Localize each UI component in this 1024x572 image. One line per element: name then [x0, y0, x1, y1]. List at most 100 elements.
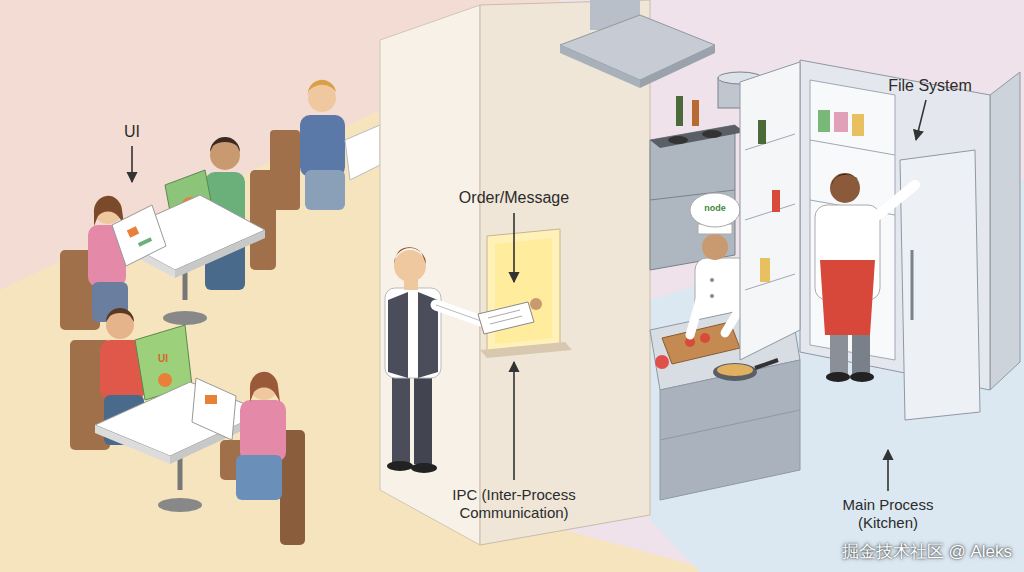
dining-area: [127, 226, 139, 237]
watermark: 掘金技术社区 @ Aleks: [842, 542, 1012, 562]
fridge: [911, 250, 914, 320]
dining-area: [236, 455, 282, 500]
callout-label: Main Process (Kitchen): [823, 496, 953, 532]
dining-area: [158, 498, 202, 512]
fridge: [852, 330, 870, 375]
kitchen: [560, 15, 715, 80]
kitchen: [660, 360, 800, 500]
hat-text: node: [704, 204, 726, 213]
dining-area: [192, 378, 236, 440]
wall: [380, 5, 480, 545]
dining-area: [95, 425, 170, 464]
kitchen: [702, 130, 722, 138]
dining-area: [138, 237, 152, 247]
fridge: [810, 140, 895, 155]
waiter: [478, 302, 534, 334]
kitchen: [690, 193, 740, 227]
wall: [480, 342, 572, 358]
waiter: [394, 247, 426, 264]
fridge: [760, 258, 770, 282]
fridge: [772, 190, 780, 212]
waiter: [388, 292, 408, 378]
kitchen: [755, 360, 778, 368]
kitchen: [713, 363, 757, 381]
callout-label: File System: [888, 76, 972, 95]
fridge: [831, 174, 860, 186]
waiter: [436, 305, 484, 322]
kitchen: [690, 300, 700, 335]
fridge: [878, 185, 915, 215]
fridge: [818, 110, 830, 132]
waiter: [530, 298, 542, 310]
kitchen: [560, 0, 800, 500]
fridge: [820, 260, 875, 335]
fridge: [830, 330, 848, 375]
waiter: [490, 316, 522, 324]
kitchen: [560, 45, 640, 88]
dining-area: [308, 84, 336, 112]
waiter: [387, 461, 413, 471]
fridge: [830, 173, 860, 203]
fridge: [826, 372, 850, 382]
leader-arrow: [132, 100, 926, 491]
dining-area: [163, 311, 207, 325]
fridge: [745, 134, 795, 150]
dining-area: [345, 125, 380, 180]
callout-label: IPC (Inter-Process Communication): [439, 486, 589, 522]
leader-arrow: [513, 213, 515, 282]
fridge: [852, 114, 864, 136]
dining-area: [112, 205, 166, 266]
wall: [487, 229, 560, 352]
dining-area: [60, 80, 380, 545]
fridge: [745, 204, 795, 220]
dining-area: [106, 308, 134, 322]
kitchen: [650, 125, 745, 148]
kitchen: [702, 234, 728, 260]
dining-area: [110, 195, 265, 270]
waiter: [414, 372, 432, 464]
kitchen: [710, 278, 714, 282]
waiter: [385, 247, 542, 473]
fridge: [740, 60, 1020, 420]
callout-label: UI: [124, 122, 140, 141]
dining-area: [308, 80, 336, 96]
waiter: [436, 305, 484, 322]
dining-area: [305, 170, 345, 210]
kitchen: [700, 333, 710, 343]
wall: [380, 0, 650, 545]
waiter: [392, 372, 410, 464]
fridge: [834, 112, 848, 132]
leader-arrow: [916, 100, 926, 140]
kitchen: [640, 45, 715, 88]
wall: [480, 0, 650, 545]
fridge: [990, 72, 1020, 390]
waiter: [394, 250, 426, 282]
kitchen: [660, 410, 800, 440]
dining-area: [240, 400, 286, 462]
dining-area: [175, 230, 265, 278]
callout-label: Order/Message: [459, 188, 569, 207]
fridge: [850, 372, 874, 382]
kitchen: [676, 96, 683, 126]
kitchen: [655, 355, 669, 369]
kitchen: [668, 136, 688, 144]
waiter: [411, 463, 437, 473]
menu-text: UI: [158, 354, 168, 364]
fridge: [758, 120, 766, 144]
leader-arrow: [513, 362, 515, 480]
kitchen: [710, 294, 714, 298]
dining-area: [250, 170, 276, 270]
kitchen: [692, 100, 699, 126]
leader-arrow: [887, 450, 889, 491]
kitchen: [717, 364, 753, 376]
dining-area: [300, 115, 345, 177]
dining-area: [158, 373, 172, 387]
fridge: [810, 80, 895, 360]
waiter: [488, 310, 520, 318]
fridge: [740, 62, 800, 360]
dining-area: [210, 137, 240, 152]
